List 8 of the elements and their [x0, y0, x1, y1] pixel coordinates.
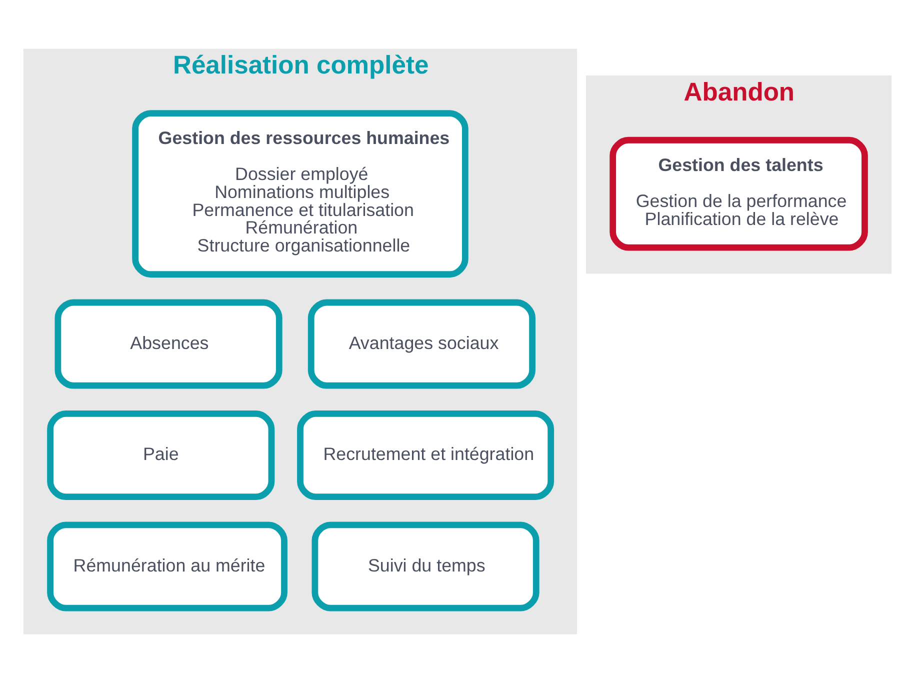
node-box: Paie — [47, 410, 275, 500]
node-box: Recrutement et intégration — [297, 410, 554, 500]
node-box: Gestion des ressources humaines Dossier employé Nominations multiples Permanence et titularisation Rémunération Structure organisationnelle — [132, 110, 468, 278]
node-box: Rémunération au mérite — [47, 522, 288, 612]
node-box: Gestion des talents Gestion de la performance Planification de la relève — [610, 136, 868, 251]
node-box: Absences — [54, 299, 282, 389]
node-box: Avantages sociaux — [308, 299, 536, 389]
node-box: Suivi du temps — [312, 522, 540, 612]
